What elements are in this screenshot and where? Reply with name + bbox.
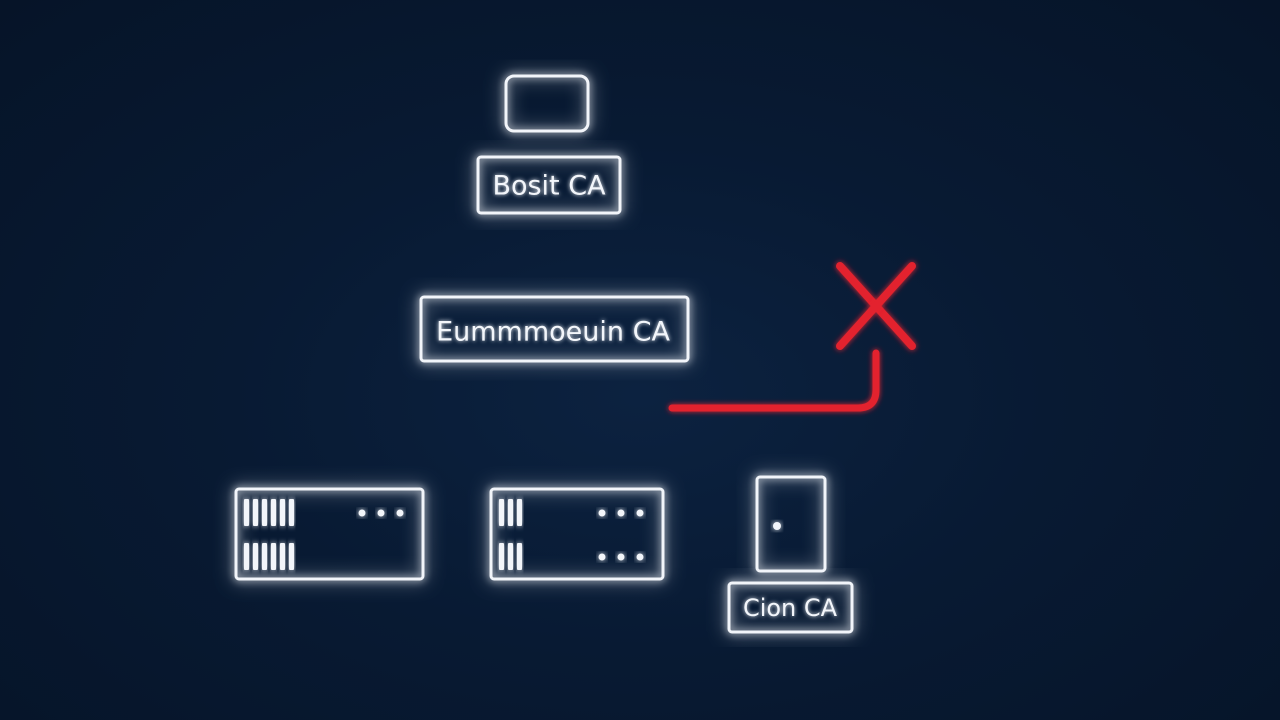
intermediate-ca-label: Eummmoeuin CA (436, 317, 670, 348)
root-ca-label: Bosit CA (492, 171, 606, 202)
top-device-icon (504, 74, 590, 133)
intermediate-ca-node: Eummmoeuin CA (419, 295, 690, 363)
issuing-ca-label: Cion CA (743, 594, 838, 622)
revoked-path (604, 349, 880, 413)
tree-connectors (325, 374, 792, 476)
server-1-icon (234, 487, 425, 581)
server-3-icon (755, 475, 827, 573)
root-ca-node: Bosit CA (476, 155, 622, 215)
x-mark-icon (836, 262, 916, 350)
server-2-icon (489, 487, 665, 581)
issuing-ca-node: Cion CA (727, 581, 854, 634)
